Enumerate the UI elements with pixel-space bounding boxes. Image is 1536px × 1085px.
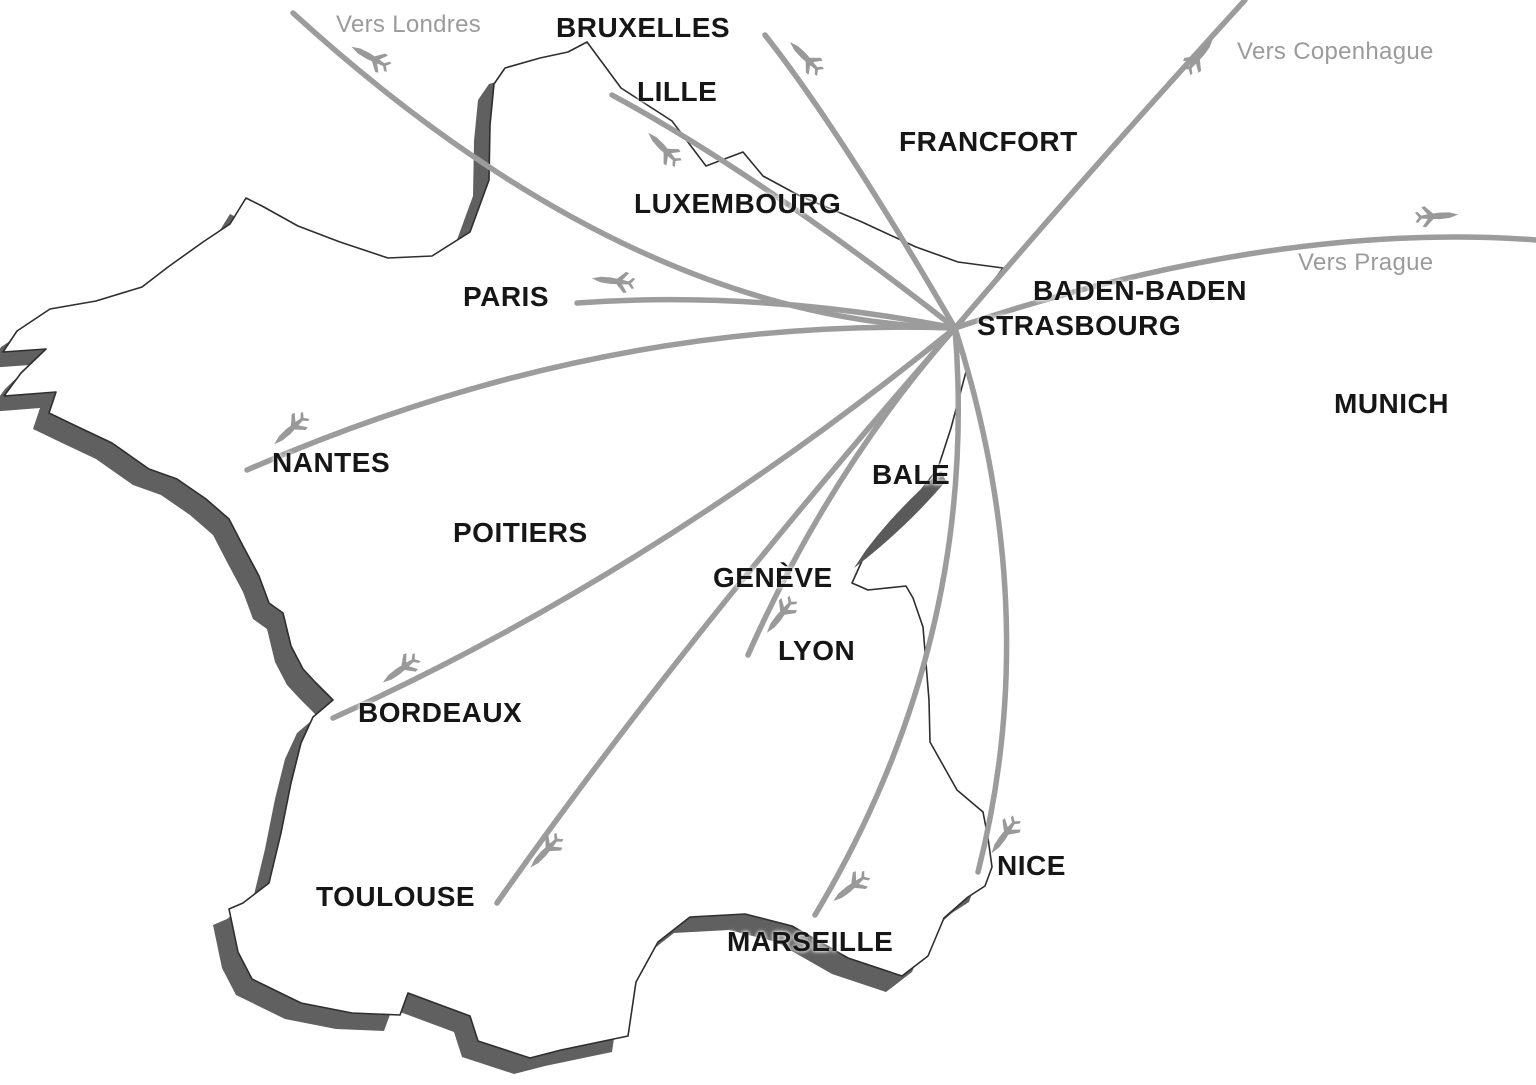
city-label-nice: NICE	[997, 850, 1066, 881]
route-nantes	[244, 324, 958, 473]
route-vers-copenhague	[952, 0, 1248, 331]
route-bruxelles	[762, 32, 958, 331]
route-nice	[952, 325, 1010, 875]
city-label-nantes: NANTES	[272, 447, 391, 478]
external-label-vers-londres: Vers Londres	[336, 11, 482, 38]
route-marseille	[812, 325, 962, 918]
city-label-francfort: FRANCFORT	[899, 126, 1078, 157]
city-label-poitiers: POITIERS	[453, 517, 588, 548]
external-label-vers-copenhague: Vers Copenhague	[1237, 38, 1434, 65]
city-label-baden-baden: BADEN-BADEN	[1033, 275, 1247, 306]
route-lille	[609, 92, 958, 331]
route-toulouse	[494, 325, 958, 906]
route-vers-prague	[952, 234, 1536, 331]
city-label-lyon: LYON	[778, 635, 856, 666]
city-label-geneve: GENÈVE	[713, 562, 833, 593]
city-label-bale: BALE	[872, 459, 951, 490]
airplane-icon	[1178, 31, 1222, 79]
route-vers-londres	[290, 10, 958, 331]
city-label-munich: MUNICH	[1334, 388, 1449, 419]
external-label-vers-prague: Vers Prague	[1298, 249, 1434, 276]
route-lyon-geneve	[745, 325, 958, 658]
city-label-strasbourg: STRASBOURG	[977, 310, 1182, 341]
routes	[244, 0, 1536, 918]
airplane-icon	[782, 34, 828, 80]
city-label-lille: LILLE	[637, 76, 718, 107]
city-label-toulouse: TOULOUSE	[316, 881, 476, 912]
airplane-icon	[346, 37, 395, 77]
city-label-bruxelles: BRUXELLES	[556, 12, 731, 43]
city-label-luxembourg: LUXEMBOURG	[634, 188, 842, 219]
airplane-icon	[1414, 203, 1459, 229]
route-paris	[574, 296, 958, 331]
jura-shadow-wedge	[854, 471, 946, 568]
city-label-marseille: MARSEILLE	[727, 926, 894, 957]
france-outline	[2, 41, 1004, 1059]
city-label-bordeaux: BORDEAUX	[358, 697, 523, 728]
route-bordeaux	[330, 325, 958, 721]
city-label-paris: PARIS	[463, 281, 549, 312]
